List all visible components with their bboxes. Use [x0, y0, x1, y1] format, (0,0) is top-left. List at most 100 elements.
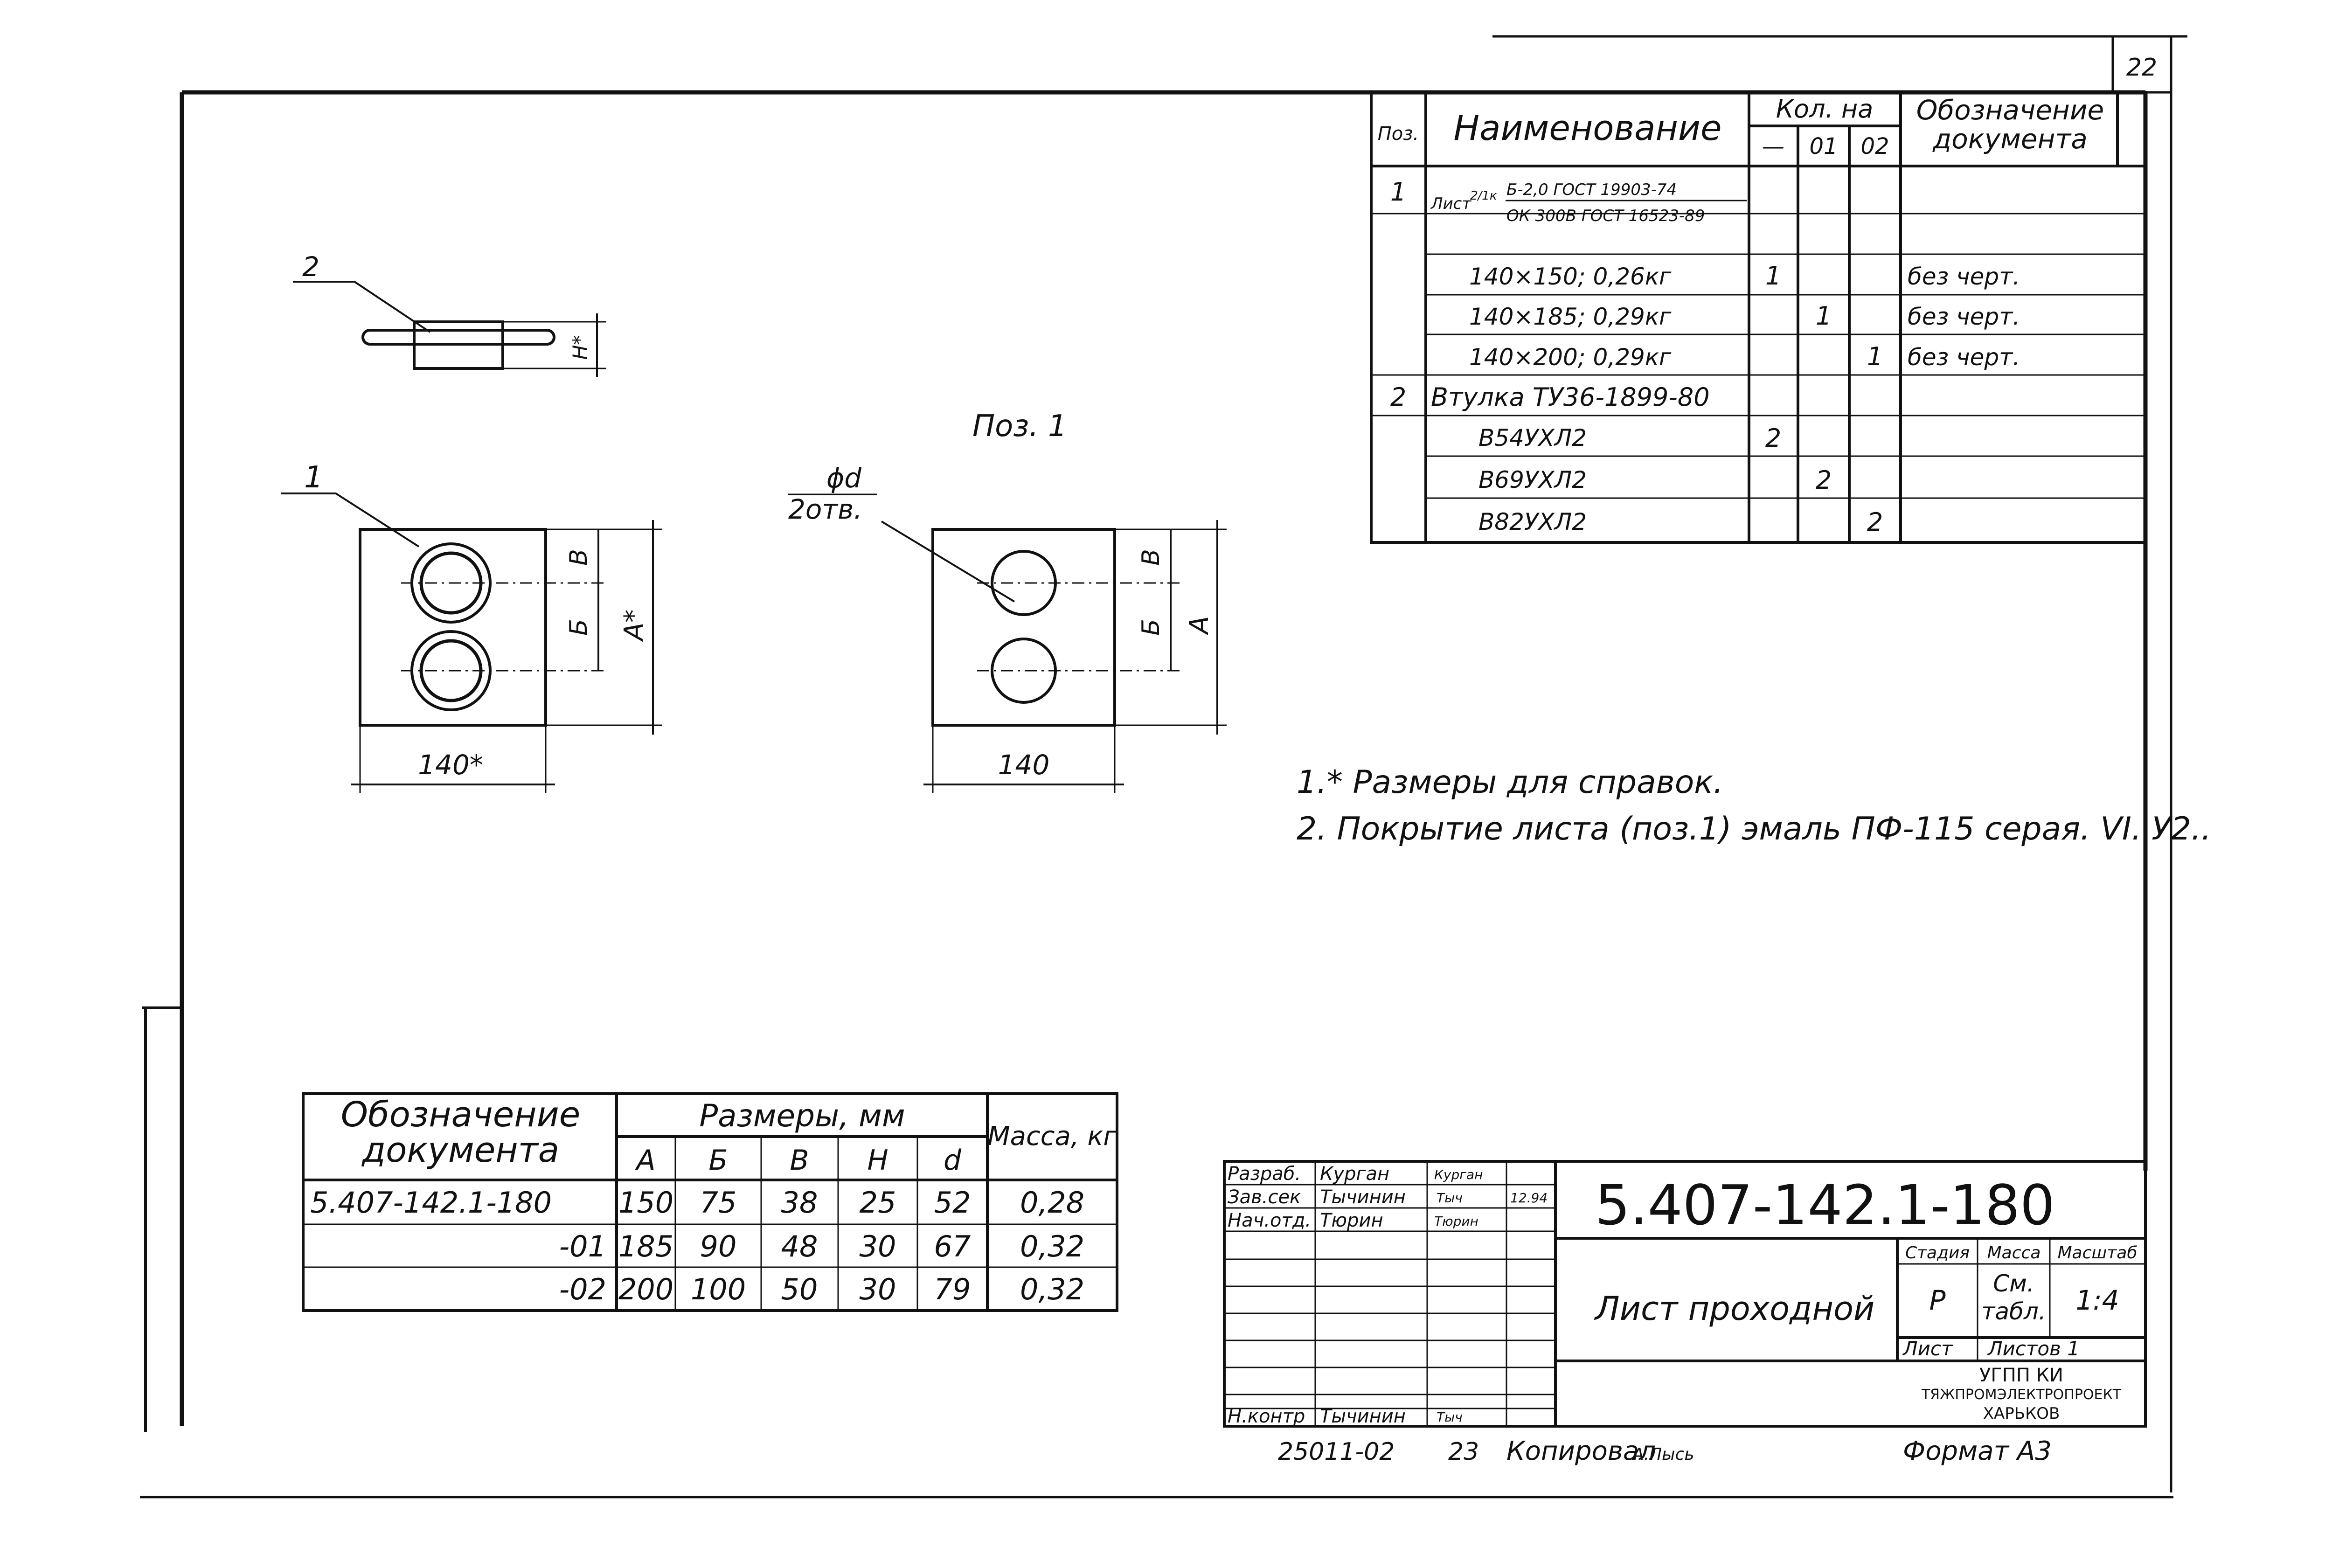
parts-row-doc: без черт.: [1908, 303, 2020, 330]
dims-col-d: d: [944, 1144, 962, 1177]
right-view-hole-dim: ϕd: [826, 462, 862, 494]
dims-row-h: 30: [860, 1272, 896, 1306]
dims-col-a: А: [634, 1144, 655, 1177]
parts-col-qty: Кол. на: [1776, 94, 1874, 124]
title-org-line: ХАРЬКОВ: [1983, 1404, 2060, 1423]
left-view-dim-a: А*: [619, 610, 649, 642]
title-role-name: Курган: [1320, 1163, 1389, 1185]
title-block: Разраб. Курган Курган Зав.сек Тычинин Ты…: [1223, 1160, 2147, 1428]
title-role: Нач.отд.: [1228, 1210, 1311, 1231]
title-block-code: 5.407-142.1-180: [1595, 1173, 2055, 1237]
parts-row-name: 140×150; 0,26кг: [1469, 263, 1672, 290]
parts-row-doc: без черт.: [1908, 263, 2020, 290]
footer-code: 25011-02: [1278, 1438, 1395, 1466]
dims-col-sizes: Размеры, мм: [699, 1098, 905, 1134]
parts-row-name: 140×185; 0,29кг: [1469, 303, 1672, 330]
title-scale-header: Масштаб: [2057, 1243, 2137, 1263]
side-view-leader-label: 2: [302, 251, 319, 283]
parts-row-name: В69УХЛ2: [1478, 466, 1587, 493]
parts-col-qty-0: —: [1762, 133, 1784, 160]
parts-row-name: Лист: [1430, 194, 1471, 213]
dims-row-mass: 0,32: [1020, 1272, 1084, 1306]
dims-row-b: 100: [691, 1272, 746, 1306]
parts-row-name-frac: 2/1к: [1470, 189, 1497, 203]
parts-row-name: Втулка ТУ36-1899-80: [1431, 382, 1710, 412]
footer-copied: Копировал: [1506, 1436, 1656, 1466]
dims-row-v: 50: [781, 1272, 818, 1306]
title-mass-value: См. табл.: [1981, 1270, 2046, 1325]
parts-row-qty: 2: [1765, 423, 1781, 453]
footer-copied-sign: А.Лысь: [1631, 1445, 1694, 1464]
dims-row-b: 75: [700, 1186, 737, 1220]
title-role: Разраб.: [1228, 1163, 1301, 1185]
dims-row-doc: 5.407-142.1-180: [310, 1186, 552, 1220]
dims-row-a: 200: [618, 1272, 673, 1306]
parts-row-pos: 2: [1390, 382, 1406, 412]
parts-col-qty-2: 02: [1860, 133, 1889, 160]
title-stage-value: Р: [1929, 1284, 1946, 1316]
dims-table: Обозначение документа Размеры, мм Масса,…: [302, 1092, 1118, 1312]
dims-col-mass: Масса, кг: [987, 1121, 1117, 1152]
format-label: Формат А3: [1903, 1436, 2052, 1466]
left-view-dim-w: 140*: [418, 749, 483, 781]
parts-col-pos: Поз.: [1378, 123, 1419, 145]
title-role-sign: Курган: [1434, 1167, 1483, 1182]
right-view-dim-w: 140: [998, 749, 1050, 781]
dims-row-v: 48: [781, 1229, 818, 1263]
parts-row-name: В82УХЛ2: [1478, 508, 1587, 535]
title-role: Н.контр: [1228, 1406, 1305, 1427]
parts-row-qty: 1: [1816, 301, 1832, 331]
title-org-line: ТЯЖПРОМЭЛЕКТРОПРОЕКТ: [1921, 1387, 2122, 1403]
title-role-name: Тычинин: [1320, 1406, 1406, 1427]
dims-row-d: 67: [934, 1229, 971, 1263]
parts-row-pos: 1: [1390, 177, 1406, 207]
title-role-sign: Тыч: [1437, 1190, 1463, 1206]
title-sheets-label: Листов 1: [1987, 1337, 2080, 1360]
dims-row-h: 30: [860, 1229, 896, 1263]
left-plan-view: 1 В Б А* 140*: [281, 460, 662, 793]
title-role-date: 12.94: [1510, 1190, 1548, 1206]
parts-row-qty: 1: [1765, 261, 1781, 291]
dims-row-mass: 0,28: [1020, 1186, 1084, 1220]
dims-col-b: Б: [708, 1144, 728, 1177]
left-view-dim-v: В: [565, 549, 593, 566]
notes: 1.* Размеры для справок. 2. Покрытие лис…: [1297, 764, 2211, 847]
right-view-hole-count: 2отв.: [788, 493, 862, 525]
dims-row-doc: -01: [559, 1229, 606, 1263]
title-stage-header: Стадия: [1905, 1243, 1970, 1263]
dims-row-v: 38: [781, 1186, 818, 1220]
side-view-height-dim: H*: [569, 335, 591, 360]
title-sheet-label: Лист: [1902, 1337, 1953, 1360]
title-org-line: УГПП КИ: [1979, 1365, 2063, 1386]
dims-col-h: Н: [867, 1144, 888, 1177]
footer-num: 23: [1448, 1438, 1479, 1466]
parts-table: Поз. Наименование Кол. на — 01 02 Обозна…: [1370, 91, 2147, 544]
dims-row-d: 79: [934, 1272, 971, 1306]
parts-row-qty: 2: [1816, 465, 1832, 495]
left-view-dim-b: Б: [565, 619, 593, 636]
right-plan-view: Поз. 1 ϕd 2отв. В Б А 140: [788, 409, 1227, 793]
dims-row-mass: 0,32: [1020, 1229, 1084, 1263]
title-role-name: Тычинин: [1320, 1186, 1406, 1208]
parts-row-name: В54УХЛ2: [1478, 424, 1587, 451]
parts-row-name: 140×200; 0,29кг: [1469, 344, 1672, 371]
parts-row-name-top: Б-2,0 ГОСТ 19903-74: [1506, 180, 1677, 199]
dims-row-b: 90: [700, 1229, 737, 1263]
title-role: Зав.сек: [1228, 1186, 1301, 1208]
title-role-sign: Тюрин: [1434, 1214, 1478, 1229]
dims-row-h: 25: [860, 1186, 896, 1220]
dims-col-doc: Обозначение документа: [340, 1097, 581, 1170]
right-view-dim-b: Б: [1137, 619, 1165, 636]
dims-row-a: 150: [618, 1186, 673, 1220]
dims-row-a: 185: [618, 1229, 673, 1263]
dims-row-doc: -02: [559, 1272, 606, 1306]
left-view-leader-label: 1: [304, 460, 323, 495]
parts-col-qty-1: 01: [1809, 133, 1838, 160]
footer: 25011-02 23 Копировал А.Лысь Формат А3: [1278, 1436, 2052, 1466]
dims-col-v: В: [790, 1144, 809, 1177]
title-role-sign: Тыч: [1437, 1409, 1463, 1425]
parts-row-qty: 1: [1867, 342, 1883, 371]
parts-row-name-bottom: ОК 300В ГОСТ 16523-89: [1506, 207, 1705, 225]
parts-col-name: Наименование: [1453, 108, 1721, 148]
